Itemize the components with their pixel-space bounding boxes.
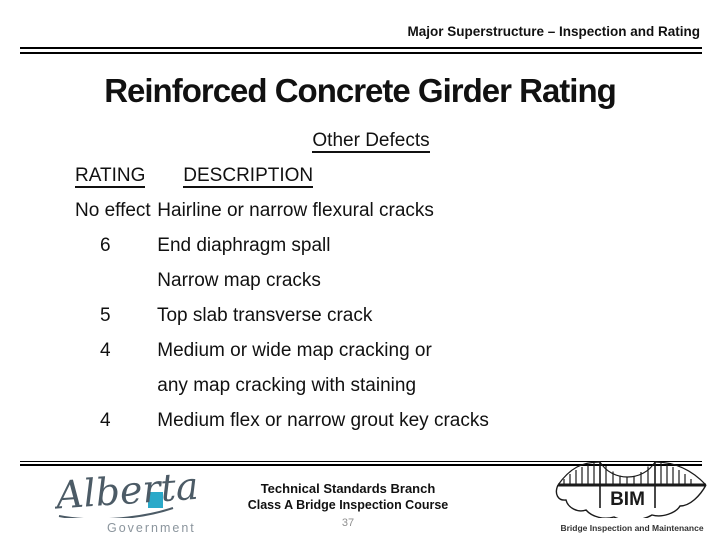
section-heading: Other Defects [0,123,720,158]
bim-caption: Bridge Inspection and Maintenance [560,523,704,533]
rating-cell: 4 [100,410,111,431]
rating-cell: No effect [75,200,151,221]
table-header-row: RATING DESCRIPTION [75,158,710,193]
alberta-government-logo: Alberta Government [52,464,205,535]
footer-divider-thin [20,461,702,462]
bim-logo: BIM Bridge Inspection and Maintenance [550,460,714,536]
description-column-header: DESCRIPTION [183,165,314,188]
rating-table: RATING DESCRIPTION No effect Hairline or… [75,158,710,438]
description-cell: any map cracking with staining [157,375,417,396]
description-cell: End diaphragm spall [157,235,331,256]
page-number: 37 [341,517,355,529]
header-divider [20,47,702,54]
footer-branch: Technical Standards Branch [260,481,436,496]
description-cell: Narrow map cracks [157,270,321,291]
rating-cell: 6 [100,235,111,256]
table-row: 4 Medium flex or narrow grout key cracks [75,403,710,438]
description-cell: Medium flex or narrow grout key cracks [157,410,489,431]
table-rows: No effect Hairline or narrow flexural cr… [75,193,710,438]
table-row: 5 Top slab transverse crack [75,298,710,333]
table-row: Narrow map cracks [75,263,710,298]
section-heading-text: Other Defects [312,130,430,153]
alberta-accent-square [148,492,163,508]
bim-bridge-icon: BIM [555,461,707,521]
description-cell: Hairline or narrow flexural cracks [157,200,434,221]
table-row: 4 Medium or wide map cracking or [75,333,710,368]
rating-column-header: RATING [75,165,146,188]
table-row: No effect Hairline or narrow flexural cr… [75,193,710,228]
footer: Technical Standards Branch Class A Bridg… [0,480,720,530]
government-label: Government [107,521,196,535]
footer-course: Class A Bridge Inspection Course [247,498,449,512]
description-cell: Top slab transverse crack [156,305,373,326]
page-title: Reinforced Concrete Girder Rating [104,72,617,109]
bim-acronym: BIM [610,489,645,510]
footer-divider-thick [20,464,702,466]
rating-cell: 4 [100,340,111,361]
table-row: any map cracking with staining [75,368,710,403]
alberta-wordmark: Alberta [55,470,200,518]
alberta-wordmark-icon: Alberta [52,464,200,521]
description-cell: Medium or wide map cracking or [157,340,432,361]
table-row: 6 End diaphragm spall [75,228,710,263]
rating-column-header-cell: RATING [75,158,178,193]
header-title: Major Superstructure – Inspection and Ra… [407,24,700,39]
rating-cell: 5 [100,305,111,326]
